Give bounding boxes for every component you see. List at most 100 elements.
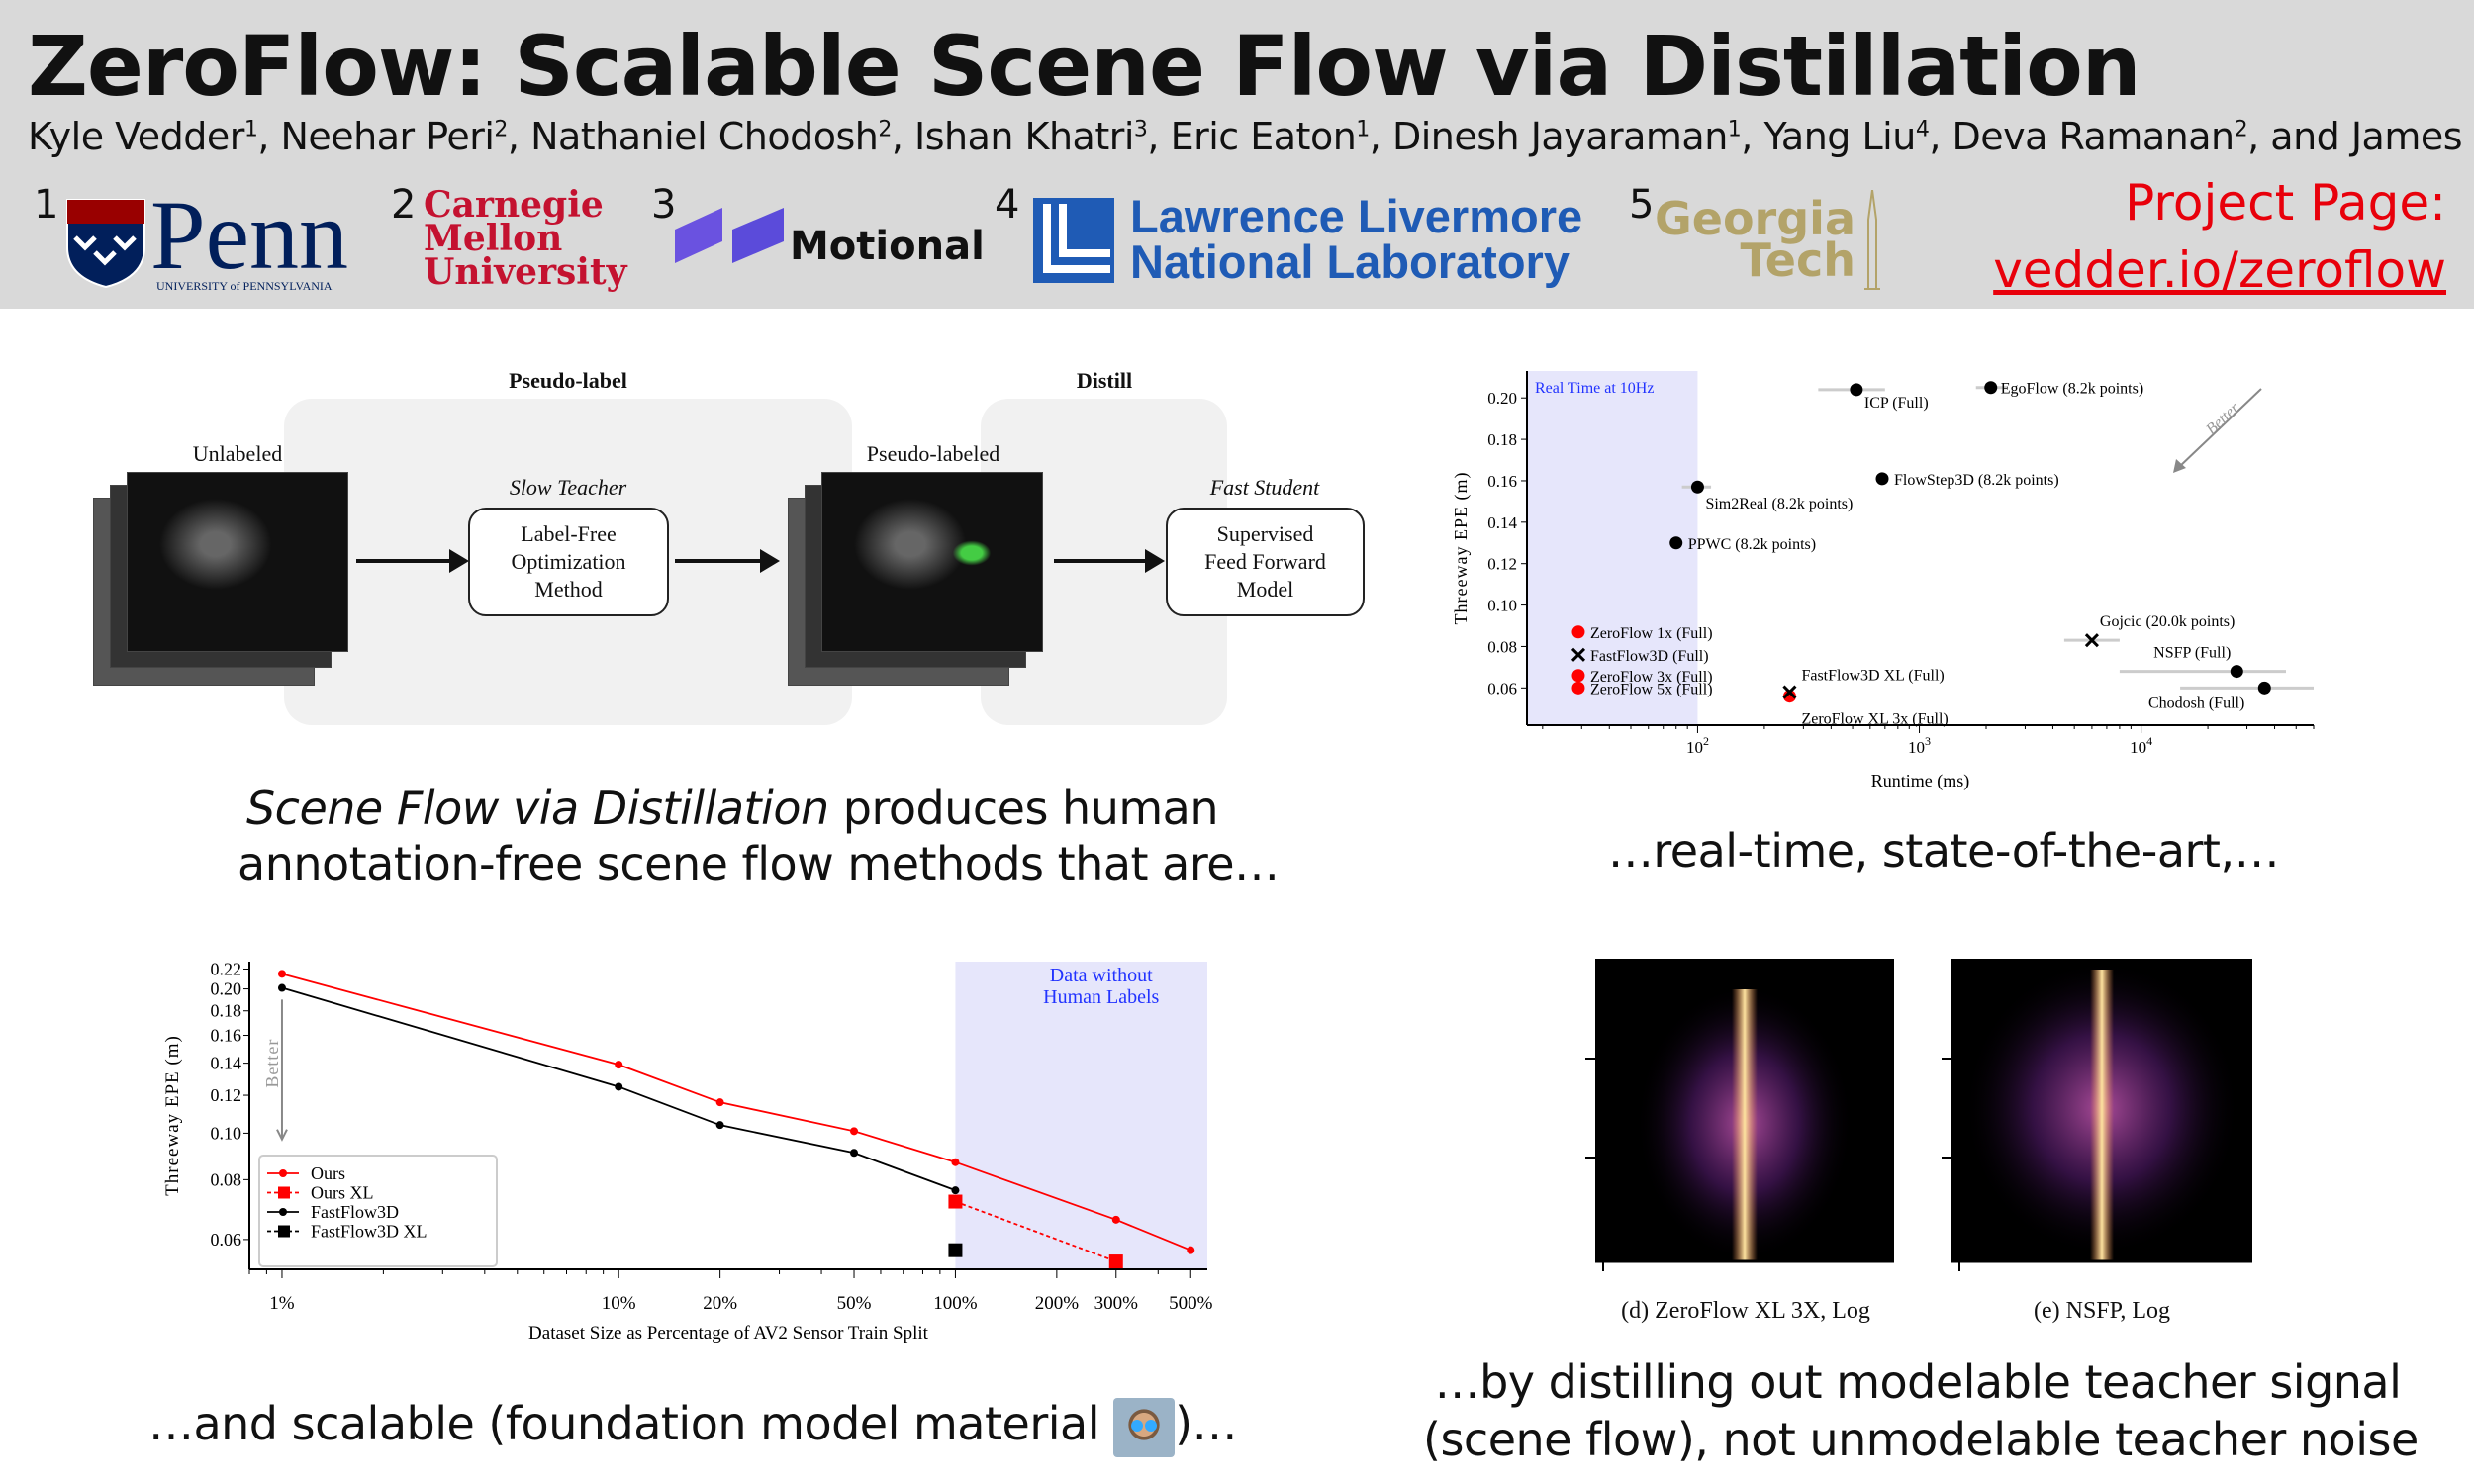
y-axis-label: Threeway EPE (m) [1451, 472, 1472, 625]
data-point [948, 1194, 963, 1209]
y-tick-label: 0.14 [1487, 513, 1517, 532]
point-label: Gojcic (20.0k points) [2100, 613, 2235, 630]
cmu-line: Carnegie [424, 184, 604, 226]
x-tick-label: 1% [269, 1293, 295, 1314]
x-tick-label: 50% [837, 1293, 872, 1314]
y-tick-label: 0.10 [211, 1123, 242, 1143]
caption-realtime: …real-time, state-of-the-art,… [1607, 824, 2280, 878]
point-label: FastFlow3D XL (Full) [1801, 668, 1944, 685]
unlabeled-label: Unlabeled [192, 441, 283, 466]
flow-heatmaps [1585, 959, 2252, 1271]
pseudo-labeled-point-cloud [821, 472, 1043, 652]
affiliation-number: 1 [34, 182, 59, 228]
legend-label: Ours XL [311, 1183, 374, 1203]
avatar [1113, 1397, 1176, 1457]
page-title: ZeroFlow: Scalable Scene Flow via Distil… [28, 18, 2141, 115]
data-point [615, 1082, 623, 1091]
point-label: NSFP (Full) [2153, 645, 2231, 662]
x-axis-label: Runtime (ms) [1871, 771, 1970, 791]
x-tick-label: 200% [1035, 1293, 1080, 1314]
legend-label: Ours [311, 1163, 345, 1183]
data-point [2084, 633, 2099, 648]
author: Kyle Vedder1 [28, 115, 258, 158]
region-label: Human Labels [1043, 986, 1159, 1008]
data-point [951, 1158, 960, 1166]
zeroflow-heatmap [1595, 959, 1894, 1263]
fast-student-label: Fast Student [1209, 475, 1320, 500]
header-banner: ZeroFlow: Scalable Scene Flow via Distil… [0, 0, 2474, 309]
distill-title: Distill [1076, 368, 1133, 393]
student-box: Supervised Feed Forward Model [1166, 508, 1365, 616]
y-tick-label: 0.16 [1487, 472, 1517, 491]
caption-italic: Scene Flow via Distillation [245, 782, 829, 835]
author-affiliation: 1 [1356, 117, 1370, 142]
y-tick-label: 0.16 [211, 1026, 242, 1046]
author: Eric Eaton1 [1170, 115, 1371, 158]
project-page-label: Project Page: [2125, 174, 2446, 232]
data-point [1108, 1254, 1123, 1269]
author-affiliation: 2 [2234, 117, 2248, 142]
data-point [2257, 681, 2271, 695]
penn-shield-icon [65, 198, 146, 294]
heatmap-label: (d) ZeroFlow XL 3X, Log [1621, 1298, 1870, 1324]
caption-scalable: …and scalable (foundation model material… [99, 1397, 1286, 1457]
better-arrow [2178, 388, 2262, 468]
arrow-icon [1054, 549, 1165, 573]
better-arrow-head [2173, 459, 2186, 473]
caption-text: (scene flow), not unmodelable teacher no… [1423, 1413, 2419, 1466]
affiliation-number: 2 [391, 182, 417, 228]
y-tick-label: 0.22 [211, 960, 242, 979]
slow-teacher-label: Slow Teacher [509, 475, 627, 500]
x-axis-label: Dataset Size as Percentage of AV2 Sensor… [528, 1323, 929, 1344]
x-tick-label: 104 [2130, 734, 2152, 757]
data-point [1111, 1215, 1120, 1224]
legend-box [258, 1155, 498, 1267]
affiliation-number: 5 [1629, 182, 1655, 228]
data-point [850, 1127, 859, 1136]
point-label: FastFlow3D (Full) [1590, 648, 1709, 665]
arrow-icon [675, 549, 780, 573]
author-affiliation: 2 [878, 117, 892, 142]
data-point [1571, 669, 1585, 683]
data-point [951, 1186, 960, 1195]
caption-text: )… [1175, 1397, 1238, 1450]
data-point [1782, 685, 1797, 699]
y-tick-label: 0.08 [211, 1169, 242, 1189]
affiliation-number: 4 [995, 182, 1020, 228]
data-point [715, 1098, 724, 1107]
y-tick-label: 0.20 [211, 979, 242, 999]
data-point [948, 1243, 963, 1257]
realtime-region [1527, 371, 1698, 725]
y-tick-label: 0.08 [1487, 637, 1517, 656]
x-tick-label: 103 [1908, 734, 1931, 757]
point-label: Chodosh (Full) [2148, 695, 2244, 711]
author: Dinesh Jayaraman1 [1391, 115, 1742, 158]
cmu-line: University [424, 251, 627, 293]
point-label: FlowStep3D (8.2k points) [1894, 472, 2059, 489]
author-list: Kyle Vedder1, Neehar Peri2, Nathaniel Ch… [28, 115, 2474, 158]
y-axis-label: Threeway EPE (m) [162, 1035, 183, 1196]
data-point [1187, 1246, 1195, 1254]
data-point [1875, 472, 1889, 486]
author-affiliation: 1 [243, 117, 258, 142]
author: Yang Liu4 [1763, 115, 1930, 158]
author-affiliation: 2 [494, 117, 508, 142]
legend-marker [278, 1186, 290, 1199]
penn-logo-text: Penn [150, 180, 348, 290]
point-label: ZeroFlow XL 3x (Full) [1801, 711, 1948, 728]
caption-teacher-signal: …by distilling out modelable teacher sig… [1423, 1353, 2419, 1468]
author-affiliation: 1 [1727, 117, 1742, 142]
pseudo-label-title: Pseudo-label [509, 368, 627, 393]
data-point [1782, 690, 1796, 703]
caption-distillation: Scene Flow via Distillation produces hum… [238, 782, 1280, 890]
llnl-line: Lawrence Livermore [1130, 190, 1583, 242]
data-point [615, 1061, 623, 1069]
author-affiliation: 3 [1133, 117, 1148, 142]
caption-text: produces human [828, 782, 1219, 835]
cmu-line: Mellon [424, 218, 563, 259]
project-page-link[interactable]: vedder.io/zeroflow [1993, 241, 2446, 299]
data-point [1571, 681, 1585, 695]
llnl-logo-icon [1033, 198, 1114, 288]
gatech-logo-text: Georgia Tech [1655, 196, 1856, 283]
